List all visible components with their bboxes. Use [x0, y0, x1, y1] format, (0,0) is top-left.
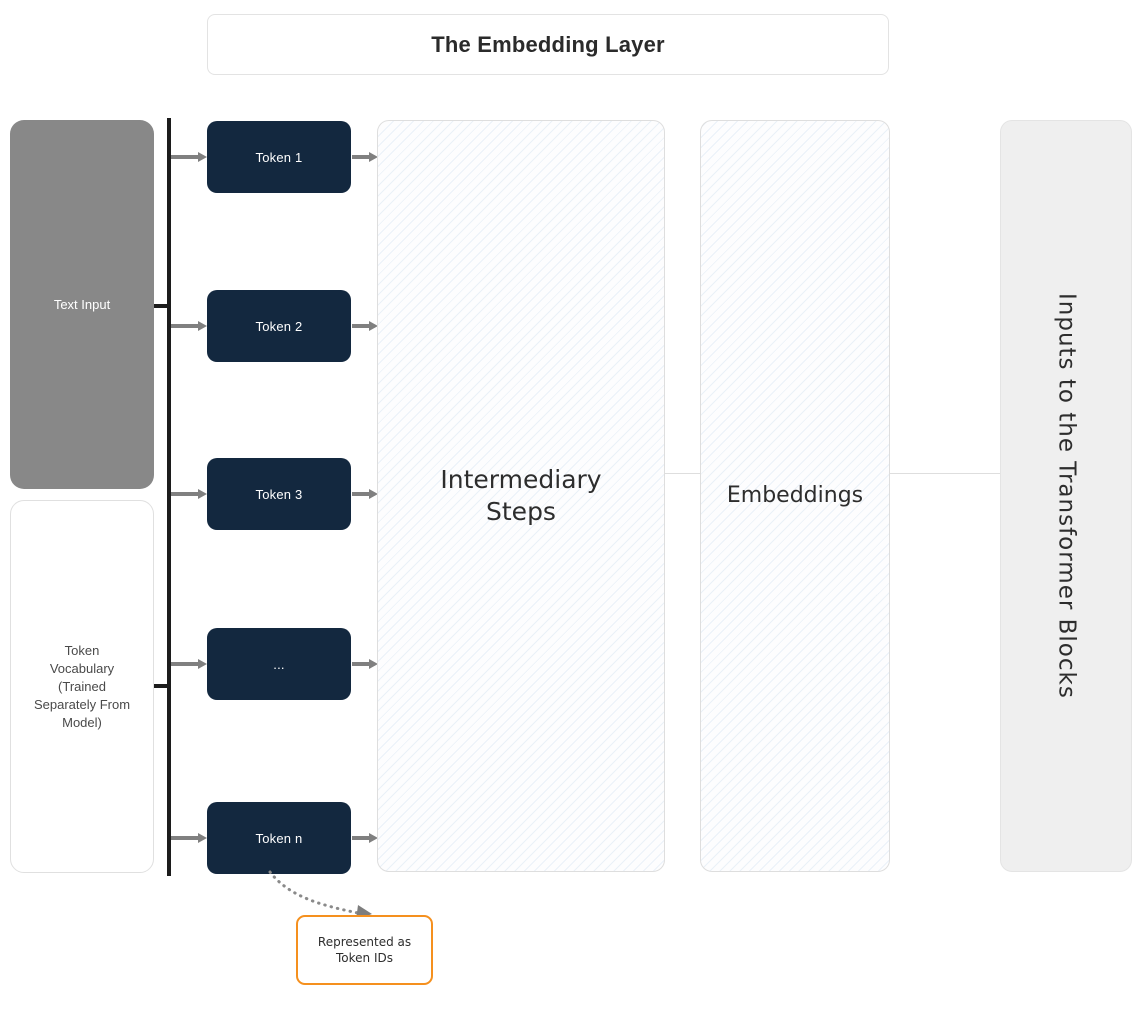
arrow-token-1-to-intermediary [352, 152, 378, 162]
text-input-label: Text Input [53, 296, 111, 312]
token-node-ellipsis: ... [207, 628, 351, 700]
intermediary-steps-panel: Intermediary Steps [377, 120, 665, 872]
connector-embeddings-to-outputs [889, 473, 1001, 474]
token-vocabulary-label: Token Vocabulary (Trained Separately Fro… [33, 642, 131, 730]
token-node-3: Token 3 [207, 458, 351, 530]
arrow-bus-to-token-1 [171, 152, 207, 162]
arrow-token-3-to-intermediary [352, 489, 378, 499]
embeddings-label: Embeddings [726, 482, 864, 508]
token-label-ellipsis: ... [273, 656, 285, 672]
token-ids-callout: Represented as Token IDs [296, 915, 433, 985]
token-label-2: Token 2 [255, 318, 303, 334]
token-node-2: Token 2 [207, 290, 351, 362]
arrow-bus-to-token-3 [171, 489, 207, 499]
token-ids-callout-label: Represented as Token IDs [317, 934, 412, 965]
arrow-token-ellipsis-to-intermediary [352, 659, 378, 669]
bus-vertical-line [167, 118, 171, 876]
token-label-3: Token 3 [255, 486, 303, 502]
arrow-bus-to-token-ellipsis [171, 659, 207, 669]
text-input-node: Text Input [10, 120, 154, 489]
intermediary-steps-label: Intermediary Steps [440, 465, 602, 526]
diagram-title-box: The Embedding Layer [207, 14, 889, 75]
arrow-bus-to-token-2 [171, 321, 207, 331]
token-node-1: Token 1 [207, 121, 351, 193]
arrow-token-2-to-intermediary [352, 321, 378, 331]
token-label-n: Token n [255, 830, 303, 846]
transformer-inputs-panel: Inputs to the Transformer Blocks [1000, 120, 1132, 872]
bus-stub-text-input [154, 304, 171, 308]
transformer-inputs-label: Inputs to the Transformer Blocks [1053, 293, 1080, 699]
token-vocabulary-node: Token Vocabulary (Trained Separately Fro… [10, 500, 154, 873]
connector-intermediary-to-embeddings [665, 473, 701, 474]
embeddings-panel: Embeddings [700, 120, 890, 872]
bus-stub-vocabulary [154, 684, 171, 688]
token-label-1: Token 1 [255, 149, 303, 165]
arrow-bus-to-token-n [171, 833, 207, 843]
page-title: The Embedding Layer [431, 31, 665, 57]
token-node-n: Token n [207, 802, 351, 874]
arrow-token-n-to-intermediary [352, 833, 378, 843]
